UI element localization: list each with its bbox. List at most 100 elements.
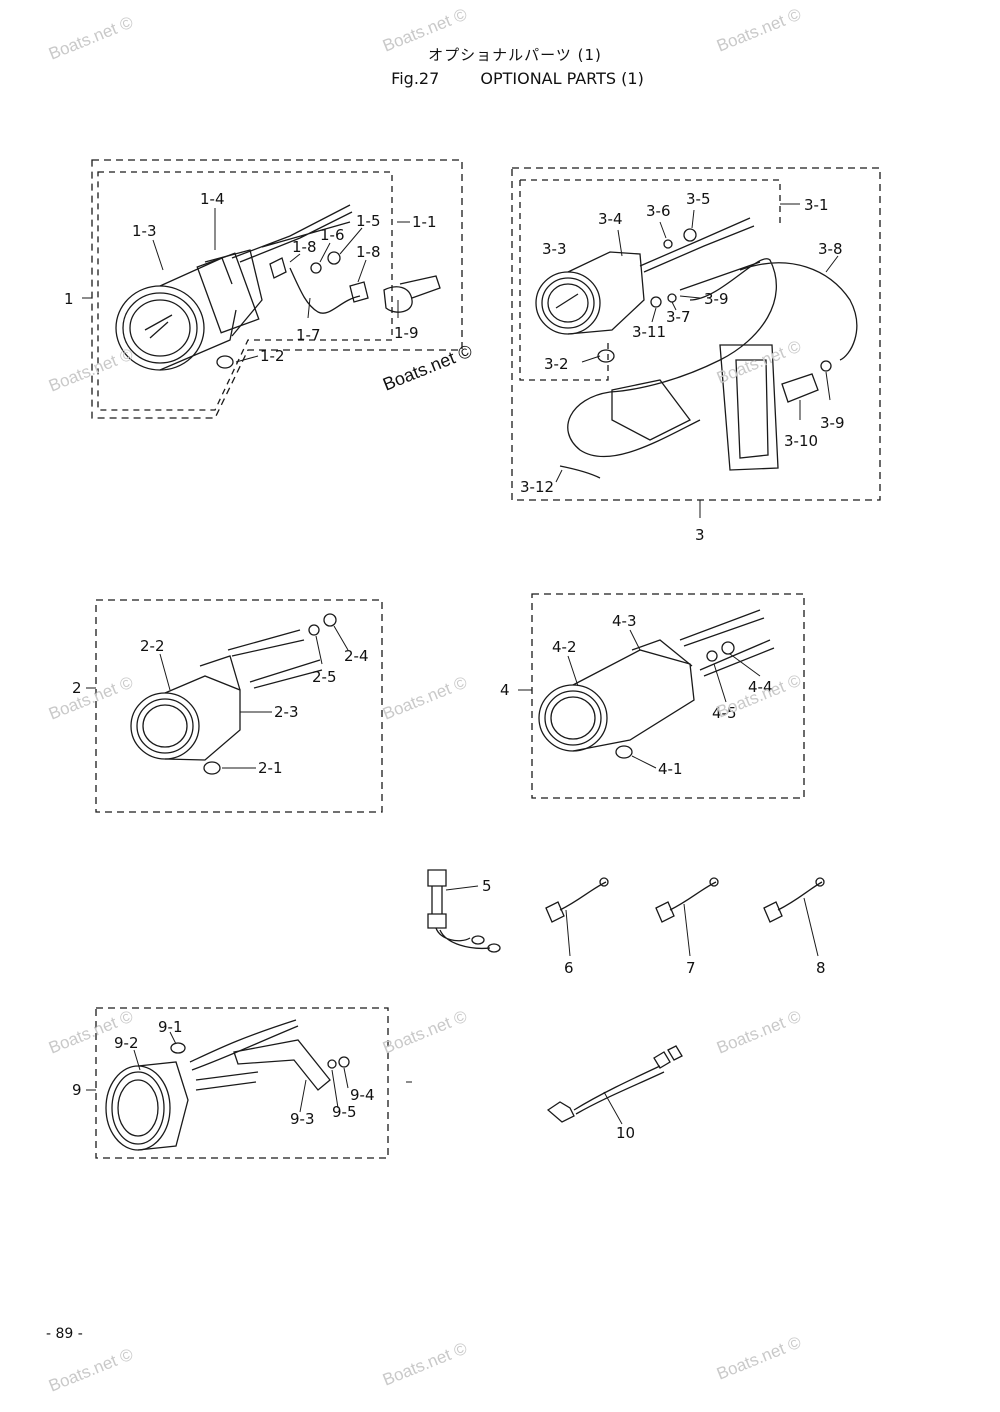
callout-2-3: 2-3 xyxy=(274,703,299,721)
wiring-harness-1 xyxy=(231,204,353,263)
washer-2-5 xyxy=(308,624,320,636)
callout-1-6: 1-6 xyxy=(320,226,345,244)
bracket-1-7 xyxy=(289,267,361,314)
wiring-harness-3 xyxy=(639,217,761,291)
callout-3-9-lower: 3-9 xyxy=(820,414,845,432)
part-8-harness xyxy=(763,877,825,923)
nut-2-4 xyxy=(323,613,337,627)
callout-9-2: 9-2 xyxy=(114,1034,139,1052)
callout-9: 9 xyxy=(72,1081,82,1099)
cable-3-12 xyxy=(559,465,601,479)
callout-1-1: 1-1 xyxy=(412,213,437,231)
wiring-harness-9 xyxy=(189,1019,299,1091)
callout-4-1: 4-1 xyxy=(658,760,683,778)
callout-3-4: 3-4 xyxy=(598,210,623,228)
callout-1-8-lower: 1-8 xyxy=(356,243,381,261)
clip-3-9 xyxy=(820,360,832,372)
parts-5-8-leaders xyxy=(445,885,819,957)
callout-6: 6 xyxy=(564,959,574,977)
washer-3-11 xyxy=(650,296,662,308)
bulb-1-2 xyxy=(216,355,234,369)
nut-3-7 xyxy=(667,293,677,303)
callout-4-5: 4-5 xyxy=(712,704,737,722)
part-6-harness xyxy=(545,877,609,923)
group-3-outer-boundary xyxy=(511,167,881,501)
group-3-1-boundary xyxy=(519,179,781,381)
callout-2-4: 2-4 xyxy=(344,647,369,665)
bulb-9-1 xyxy=(170,1042,186,1054)
callout-3: 3 xyxy=(695,526,705,544)
callout-9-4: 9-4 xyxy=(350,1086,375,1104)
sender-3-10 xyxy=(781,373,819,403)
callout-1-9: 1-9 xyxy=(394,324,419,342)
nut-3-5 xyxy=(683,228,697,242)
group-9-assembly xyxy=(95,1007,389,1159)
figure-title-row: Fig.27 OPTIONAL PARTS (1) xyxy=(35,69,1000,88)
group-2-assembly xyxy=(95,599,383,813)
part-5-switch xyxy=(427,869,501,953)
group-3-assembly xyxy=(511,167,881,501)
group-3-leaders xyxy=(555,203,839,518)
group-4-assembly xyxy=(531,593,805,799)
nut-4-4 xyxy=(721,641,735,655)
figure-title-english: OPTIONAL PARTS (1) xyxy=(480,69,644,88)
group-1-leaders xyxy=(82,208,410,363)
group-2-boundary xyxy=(95,599,383,813)
part-10-harness xyxy=(546,1045,683,1123)
group-9-leaders xyxy=(86,1031,412,1113)
callout-3-12: 3-12 xyxy=(520,478,554,496)
figure-number: Fig.27 xyxy=(391,69,440,88)
terminal-1-8a xyxy=(269,257,287,279)
callout-10: 10 xyxy=(616,1124,635,1142)
callout-9-3: 9-3 xyxy=(290,1110,315,1128)
callout-8: 8 xyxy=(816,959,826,977)
wiring-harness-4 xyxy=(679,609,775,677)
bulb-3-2 xyxy=(597,349,615,363)
bracket-9-3 xyxy=(233,1039,331,1091)
figure-title-japanese: オプショナルパーツ (1) xyxy=(428,46,602,64)
callout-2-5: 2-5 xyxy=(312,668,337,686)
callout-1-3: 1-3 xyxy=(132,222,157,240)
wiring-harness-2 xyxy=(227,629,323,689)
callout-3-8: 3-8 xyxy=(818,240,843,258)
bulb-4-1 xyxy=(615,745,633,759)
group-4-boundary xyxy=(531,593,805,799)
callout-3-5: 3-5 xyxy=(686,190,711,208)
callout-9-5: 9-5 xyxy=(332,1103,357,1121)
nut-9-4 xyxy=(338,1056,350,1068)
callout-4: 4 xyxy=(500,681,510,699)
group-4-leaders xyxy=(518,629,761,769)
callout-3-10: 3-10 xyxy=(784,432,818,450)
tachometer-gauge-1-3 xyxy=(115,249,263,371)
washer-4-5 xyxy=(706,650,718,662)
callout-1-4: 1-4 xyxy=(200,190,225,208)
part-7-harness xyxy=(655,877,719,923)
gauge-9-2 xyxy=(105,1061,189,1151)
callout-2-2: 2-2 xyxy=(140,637,165,655)
group-1-outer-boundary xyxy=(91,159,463,419)
gauge-2-2 xyxy=(130,655,241,761)
callout-4-2: 4-2 xyxy=(552,638,577,656)
page-number: - 89 - xyxy=(46,1326,83,1342)
callout-7: 7 xyxy=(686,959,696,977)
part-10-leader xyxy=(603,1091,623,1125)
group-1-1-boundary xyxy=(97,171,393,411)
callout-3-7: 3-7 xyxy=(666,308,691,326)
callout-2: 2 xyxy=(72,679,82,697)
callout-4-4: 4-4 xyxy=(748,678,773,696)
washer-3-6 xyxy=(663,239,673,249)
callout-5: 5 xyxy=(482,877,492,895)
group-2-leaders xyxy=(86,625,349,769)
terminal-1-8b xyxy=(349,281,369,303)
callout-2-1: 2-1 xyxy=(258,759,283,777)
callout-1-5: 1-5 xyxy=(356,212,381,230)
callout-1-2: 1-2 xyxy=(260,347,285,365)
callout-3-1: 3-1 xyxy=(804,196,829,214)
figure-header: オプショナルパーツ (1) Fig.27 OPTIONAL PARTS (1) xyxy=(0,44,1000,88)
washer-9-5 xyxy=(327,1059,337,1069)
callout-1-7: 1-7 xyxy=(296,326,321,344)
callout-4-3: 4-3 xyxy=(612,612,637,630)
group-9-boundary xyxy=(95,1007,389,1159)
callout-3-9-upper: 3-9 xyxy=(704,290,729,308)
